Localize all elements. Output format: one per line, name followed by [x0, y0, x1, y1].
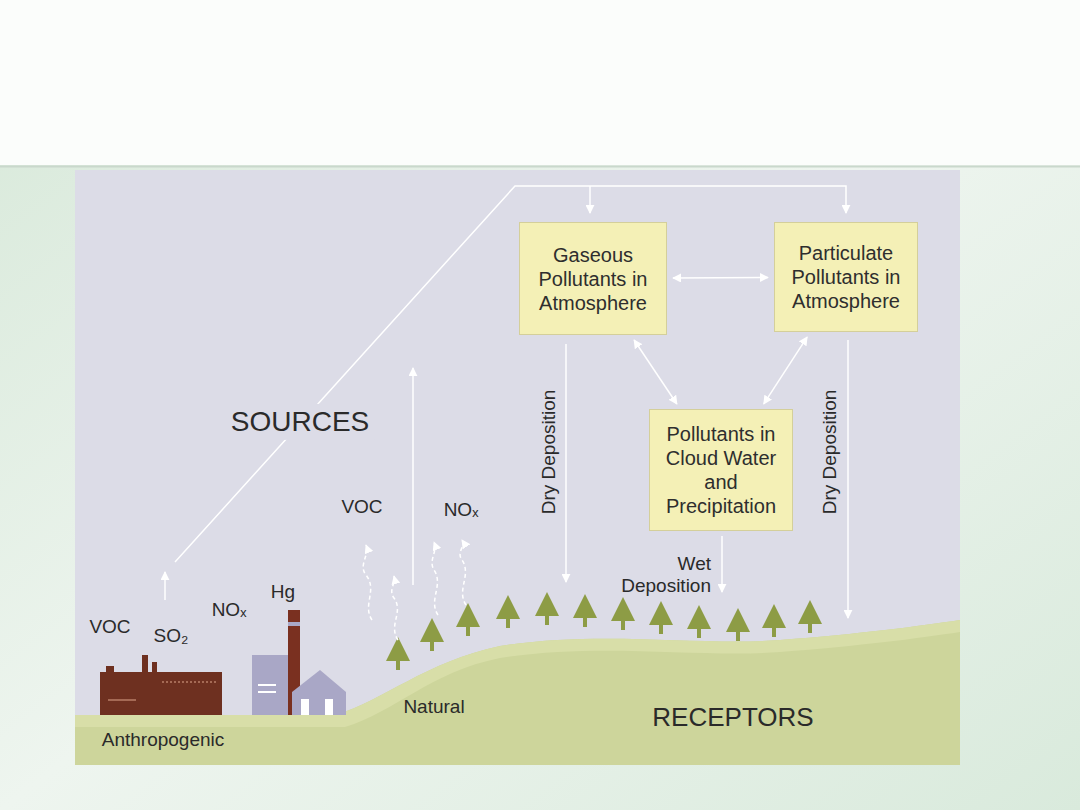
flow-connector	[634, 340, 677, 404]
diagram-label: SOURCES	[225, 404, 375, 440]
diagram-panel	[75, 170, 960, 765]
diagram-label: NOₓ	[212, 599, 247, 621]
deposition-label: Dry Deposition	[819, 390, 841, 515]
pollutant-box: Pollutants in Cloud Water and Precipitat…	[649, 409, 793, 531]
pollutant-box: Gaseous Pollutants in Atmosphere	[519, 222, 667, 335]
trees	[386, 592, 822, 670]
flow-connector	[673, 277, 768, 279]
diagram-label: Hg	[271, 581, 295, 603]
power-plant	[252, 610, 346, 715]
diagram-label: SO₂	[154, 625, 189, 647]
ground-highlight	[75, 620, 960, 727]
box-text: Gaseous Pollutants in Atmosphere	[526, 243, 660, 315]
diagram-label: VOC	[341, 496, 382, 518]
diagram-label: Anthropogenic	[102, 729, 225, 751]
ground	[75, 620, 960, 765]
diagram-label: Natural	[403, 696, 464, 718]
deposition-label: Dry Deposition	[538, 390, 560, 515]
diagram-label: Wet Deposition	[615, 553, 711, 597]
diagram-label: RECEPTORS	[652, 703, 813, 733]
flow-connector	[764, 337, 807, 404]
box-text: Particulate Pollutants in Atmosphere	[781, 241, 911, 313]
emission-wisps	[363, 540, 466, 640]
pollutant-box: Particulate Pollutants in Atmosphere	[774, 222, 918, 332]
diagram-label: NOₓ	[444, 499, 479, 521]
diagram-label: VOC	[89, 616, 130, 638]
header-rule	[0, 166, 1080, 168]
flow-arrows	[165, 186, 848, 618]
header-band	[0, 0, 1080, 165]
factory	[100, 655, 222, 715]
box-text: Pollutants in Cloud Water and Precipitat…	[656, 422, 786, 518]
